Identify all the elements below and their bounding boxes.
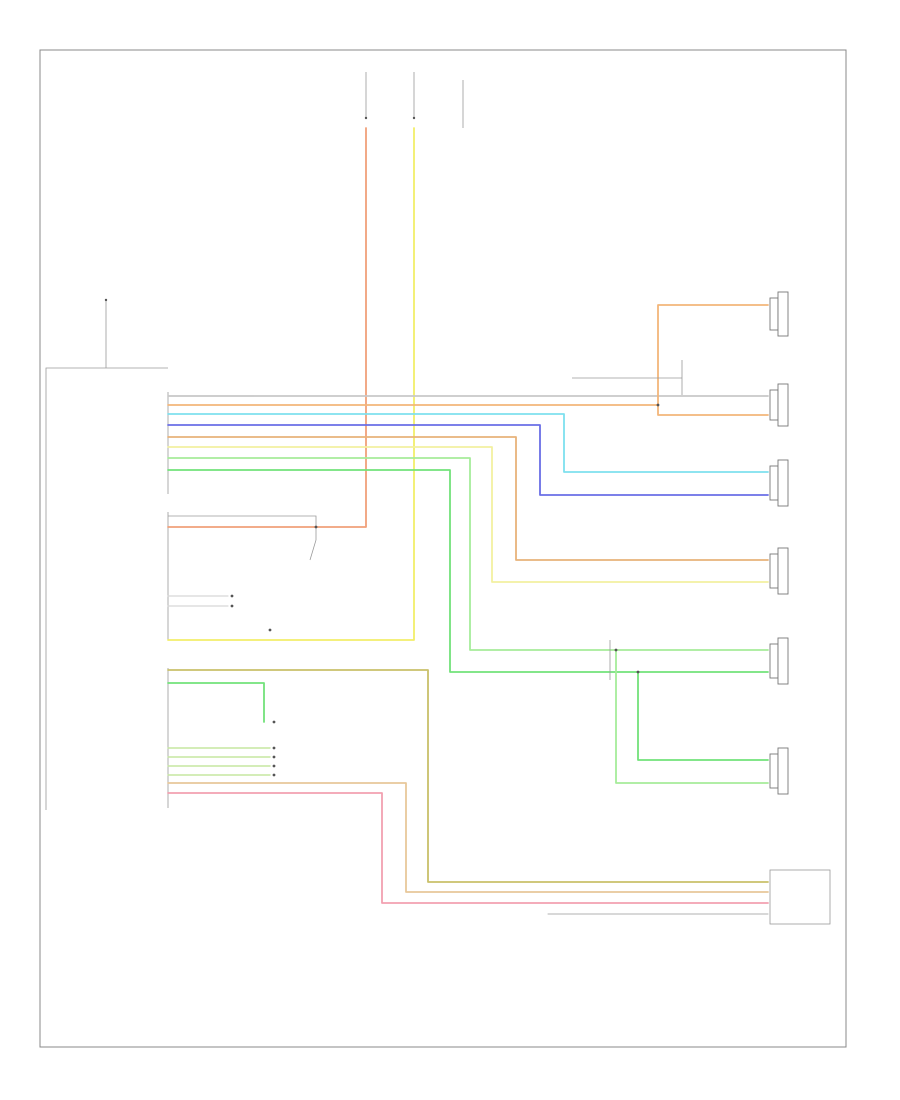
wire-orange-left-tweeter-b [657,404,769,416]
wire-green-short [167,682,265,723]
wire-pink-remote [167,792,769,904]
speaker-left-front [769,383,789,427]
wire-ground-right [572,360,683,395]
radio-pin-dots [230,403,660,777]
wire-stubs-lower [167,747,271,776]
wire-olive-remote [167,669,769,883]
speaker-right-tweeter [769,637,789,685]
remote-control-module [769,869,831,925]
wire-yellow-ignition-feed [167,127,415,641]
wire-stubs-mid [167,595,229,607]
radio-unit-outline [45,367,168,810]
diagram-frame [39,49,847,1048]
fuse-block-top [364,72,464,128]
wire-orange-battery-feed [167,127,367,528]
wire-tan-remote [167,782,769,893]
wire-paleyellow-left-rear [167,446,769,583]
battery-feed [104,298,108,368]
speaker-right-front [769,459,789,507]
wire-cyan-right-front [167,413,769,473]
wire-orange-left-tweeter [167,304,769,406]
speaker-left-rear [769,547,789,595]
wire-blue-right-front [167,424,769,496]
wire-green-right-tweeter [167,469,769,673]
speaker-left-tweeter [769,291,789,337]
wire-green-right-rear [637,671,769,761]
speaker-right-rear [769,747,789,795]
wire-tan-left-rear [167,436,769,561]
wire-lightgreen-right-rear [615,649,769,784]
wire-ground-switch [168,515,317,561]
wire-lightgreen-right-tweeter [167,457,769,651]
